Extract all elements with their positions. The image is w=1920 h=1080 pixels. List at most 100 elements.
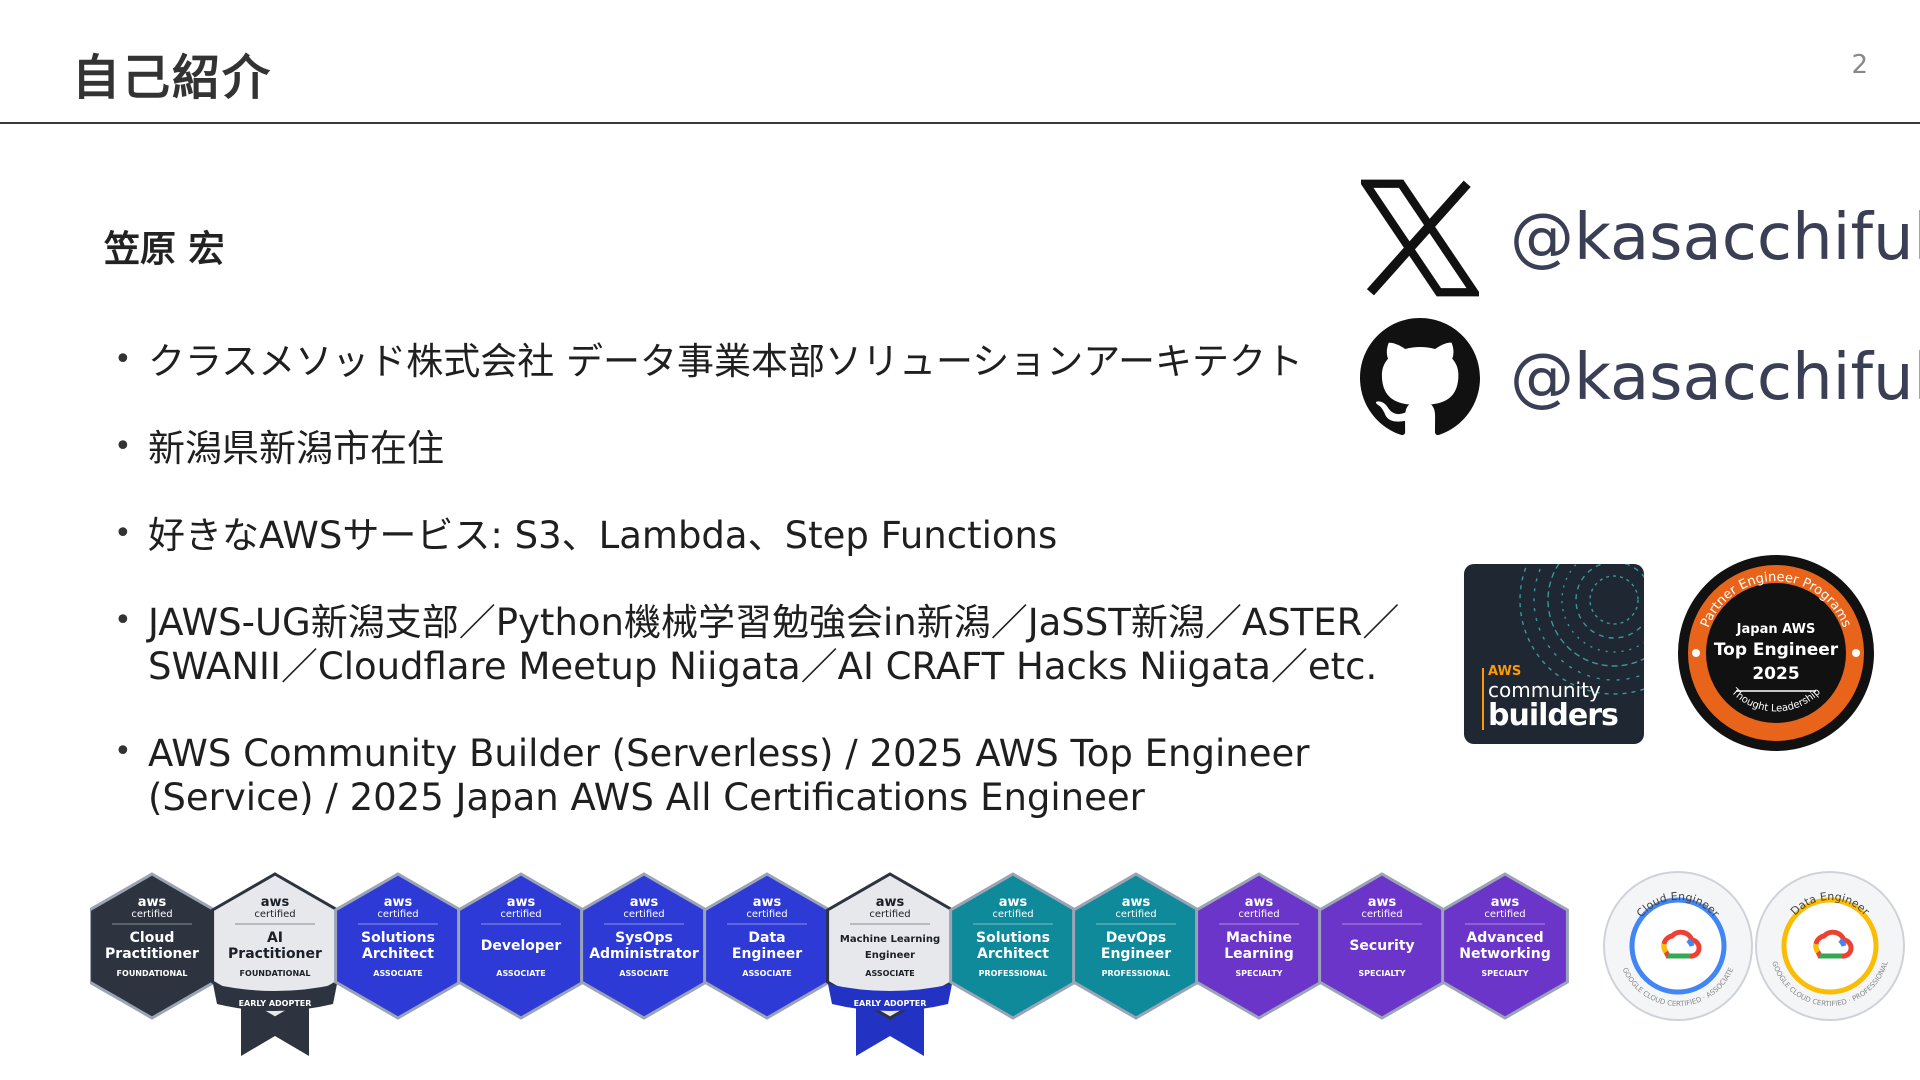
- badge-cert-name-line2: Engineer: [732, 946, 802, 962]
- top-engineer-line1: Japan AWS: [1736, 622, 1816, 637]
- badge-certified-label: certified: [377, 909, 418, 920]
- community-builders-line2: builders: [1488, 698, 1619, 733]
- aws-community-builders-badge: AWS community builders: [1464, 564, 1644, 744]
- top-engineer-line3: 2025: [1752, 664, 1799, 684]
- badge-cert-name-line1: Cloud: [130, 930, 175, 946]
- badge-certified-label: certified: [1361, 909, 1402, 920]
- badge-cert-name-line1: AI: [267, 930, 283, 946]
- badge-cert-level: ASSOCIATE: [865, 969, 915, 978]
- badge-cert-name-line1: Data: [748, 930, 785, 946]
- badge-aws-logo: aws: [384, 895, 413, 910]
- badge-aws-logo: aws: [630, 895, 659, 910]
- badge-cert-level: ASSOCIATE: [742, 969, 792, 978]
- bullet-item-favorite-services: 好きなAWSサービス: S3、Lambda、Step Functions: [110, 512, 1410, 558]
- badge-certified-label: certified: [623, 909, 664, 920]
- title-divider: [0, 122, 1920, 124]
- badge-cert-level: SPECIALTY: [1358, 969, 1405, 978]
- bullet-item-awards: AWS Community Builder (Serverless) / 202…: [110, 730, 1410, 820]
- badge-aws-logo: aws: [261, 895, 290, 910]
- aws-certification-badges: awscertifiedCloudPractitionerFOUNDATIONA…: [90, 872, 1569, 1056]
- badge-aws-logo: aws: [507, 895, 536, 910]
- badge-cert-level: ASSOCIATE: [496, 969, 546, 978]
- bullet-item-communities: JAWS-UG新潟支部／Python機械学習勉強会in新潟／JaSST新潟／AS…: [110, 599, 1410, 689]
- community-builders-line1: community: [1488, 678, 1601, 702]
- badge-cert-level: SPECIALTY: [1235, 969, 1282, 978]
- badge-aws-logo: aws: [876, 895, 905, 910]
- badge-aws-logo: aws: [1491, 895, 1520, 910]
- badge-cert-level: FOUNDATIONAL: [240, 969, 311, 978]
- badge-cert-level: FOUNDATIONAL: [117, 969, 188, 978]
- x-handle[interactable]: @kasacchiful: [1510, 201, 1920, 275]
- badge-certified-label: certified: [1115, 909, 1156, 920]
- badge-cert-name-line1: Solutions: [361, 930, 435, 946]
- aws-cert-badge: awscertifiedSolutionsArchitectPROFESSION…: [949, 872, 1077, 1020]
- badge-ribbon-label: EARLY ADOPTER: [239, 999, 312, 1008]
- community-builders-aws-label: AWS: [1488, 664, 1522, 679]
- badge-cert-level: PROFESSIONAL: [979, 969, 1048, 978]
- x-logo-icon: [1360, 178, 1480, 298]
- badge-cert-level: ASSOCIATE: [373, 969, 423, 978]
- badge-certified-label: certified: [254, 909, 295, 920]
- badge-ribbon-label: EARLY ADOPTER: [854, 999, 927, 1008]
- japan-aws-top-engineer-badge: Partner Engineer Programs Thought Leader…: [1678, 555, 1874, 751]
- page-number: 2: [1851, 50, 1868, 80]
- social-x[interactable]: @kasacchiful: [1360, 178, 1920, 298]
- badge-cert-name-line2: Architect: [977, 946, 1049, 962]
- google-cloud-logo-icon: [1813, 929, 1854, 959]
- badge-hexagon: [1441, 872, 1569, 1020]
- gcp-data-engineer-badge: Data Engineer GOOGLE CLOUD CERTIFIED · P…: [1755, 871, 1905, 1021]
- community-builders-arc-icon: [1519, 564, 1644, 695]
- badge-cert-name-line1: Machine: [1226, 930, 1292, 946]
- badge-cert-level: SPECIALTY: [1481, 969, 1528, 978]
- badge-cert-name-line2: Networking: [1459, 946, 1550, 962]
- badge-cert-name-line1: Solutions: [976, 930, 1050, 946]
- github-icon: [1360, 318, 1480, 438]
- top-engineer-line2: Top Engineer: [1714, 640, 1839, 660]
- badge-aws-logo: aws: [999, 895, 1028, 910]
- community-builders-accent-line: [1482, 668, 1484, 730]
- badge-cert-name-line2: Architect: [362, 946, 434, 962]
- badge-certified-label: certified: [869, 909, 910, 920]
- badge-cert-name-line1: Machine Learning: [840, 934, 940, 945]
- badge-cert-name-line1: Security: [1349, 938, 1414, 954]
- badge-certified-label: certified: [500, 909, 541, 920]
- gcp-cloud-engineer-badge: Cloud Engineer GOOGLE CLOUD CERTIFIED · …: [1603, 871, 1753, 1021]
- badge-aws-logo: aws: [138, 895, 167, 910]
- badge-ribbon-band: [828, 984, 952, 1011]
- badge-cert-name-line2: Engineer: [865, 950, 915, 961]
- badge-certified-label: certified: [992, 909, 1033, 920]
- badge-cert-name-line2: Administrator: [589, 946, 699, 962]
- badge-certified-label: certified: [1484, 909, 1525, 920]
- github-handle[interactable]: @kasacchiful: [1510, 341, 1920, 415]
- bullet-item-location: 新潟県新潟市在住: [110, 425, 1410, 471]
- badge-cert-name-line1: DevOps: [1106, 930, 1167, 946]
- badge-certified-label: certified: [746, 909, 787, 920]
- badge-certified-label: certified: [131, 909, 172, 920]
- badge-ribbon-band: [213, 984, 337, 1011]
- badge-cert-name-line2: Practitioner: [228, 946, 322, 962]
- badge-cert-name-line1: Advanced: [1466, 930, 1543, 946]
- badge-cert-name-line1: SysOps: [615, 930, 673, 946]
- badge-certified-label: certified: [1238, 909, 1279, 920]
- badge-aws-logo: aws: [1245, 895, 1274, 910]
- badge-cert-name-line2: Practitioner: [105, 946, 199, 962]
- aws-cert-badge: awscertifiedCloudPractitionerFOUNDATIONA…: [90, 872, 216, 1020]
- badge-cert-name-line2: Engineer: [1101, 946, 1171, 962]
- profile-bullet-list: クラスメソッド株式会社 データ事業本部ソリューションアーキテクト 新潟県新潟市在…: [110, 338, 1410, 863]
- badge-cert-level: ASSOCIATE: [619, 969, 669, 978]
- slide-title: 自己紹介: [72, 50, 273, 106]
- badge-cert-name-line2: Learning: [1224, 946, 1294, 962]
- presenter-name: 笠原 宏: [104, 229, 225, 270]
- google-cloud-logo-icon: [1661, 929, 1702, 959]
- social-github[interactable]: @kasacchiful: [1360, 318, 1920, 438]
